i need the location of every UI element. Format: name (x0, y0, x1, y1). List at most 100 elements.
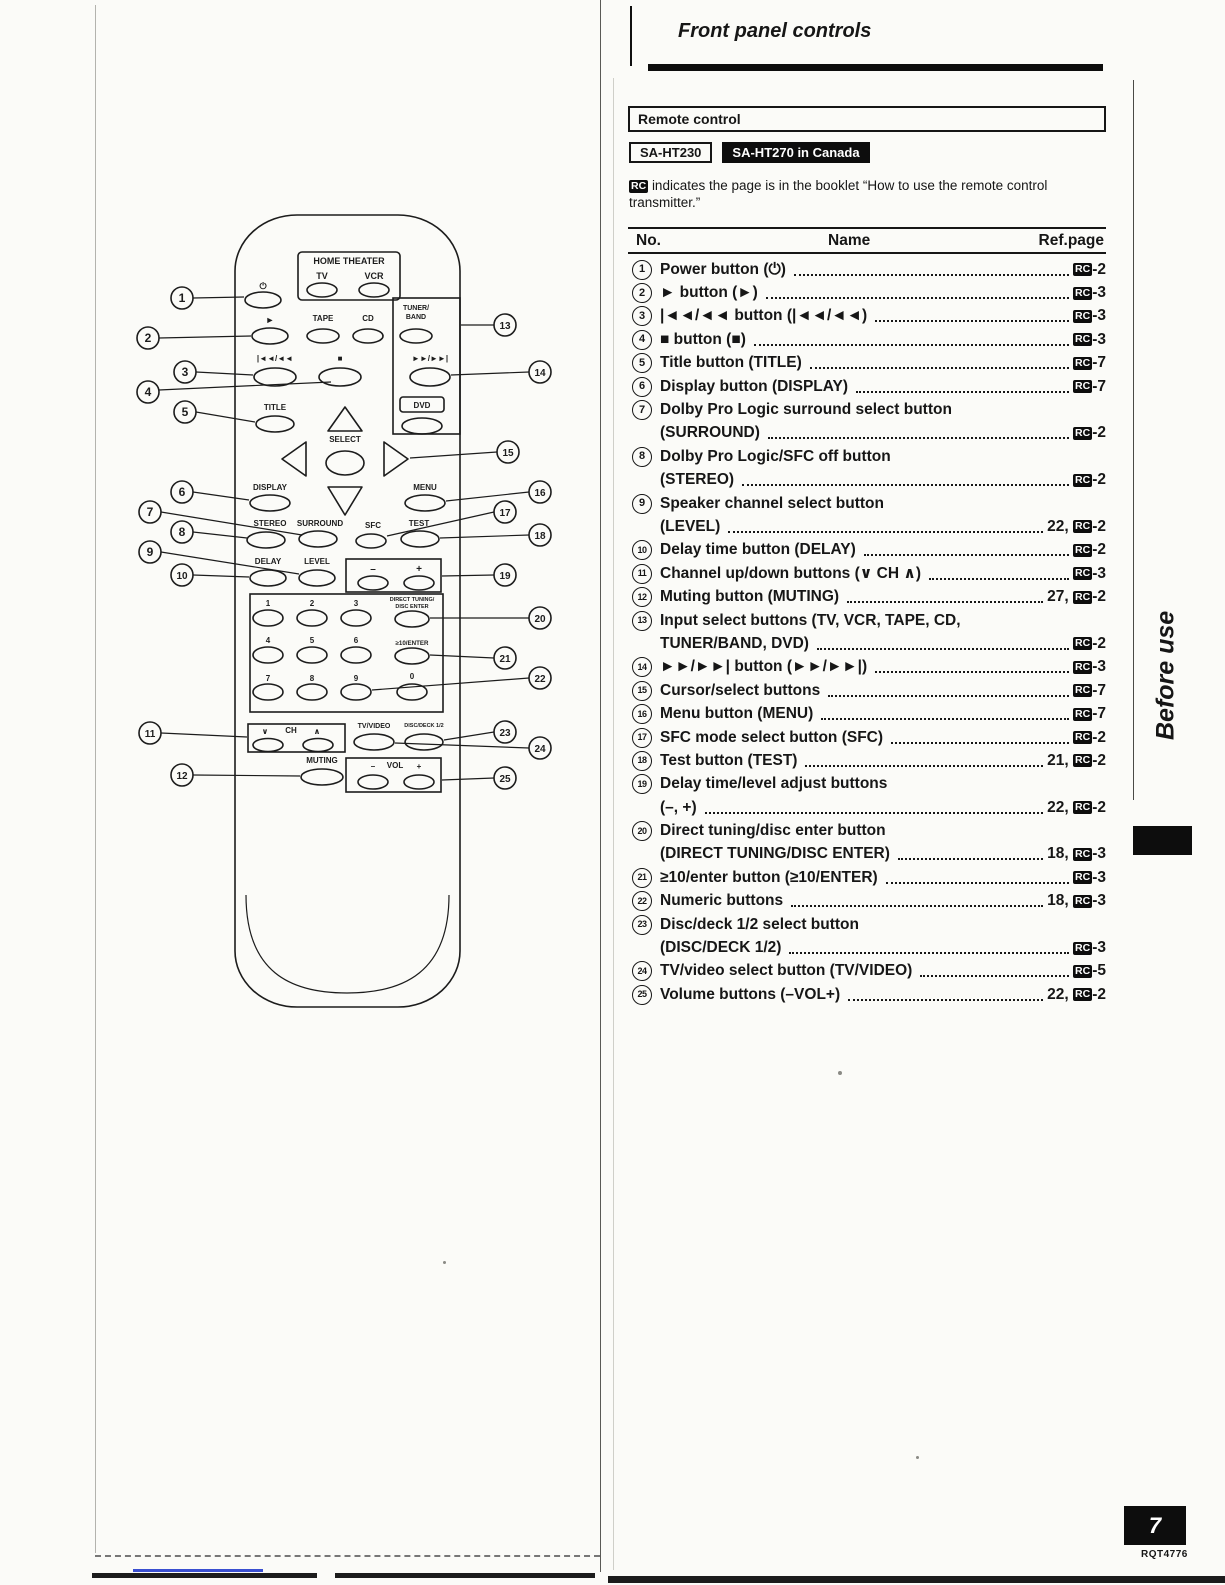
col-header-refpage: Ref.page (1038, 231, 1104, 249)
muting-oval (300, 768, 344, 786)
table-row-line: 20 Direct tuning/disc enter button (632, 819, 1106, 842)
title-oval (255, 415, 295, 433)
cursor-cluster: SELECT (281, 406, 409, 516)
callout-number: 11 (145, 729, 156, 740)
digit-4-label: 4 (266, 636, 271, 645)
item-name-text: Input select buttons (TV, VCR, TAPE, CD, (660, 611, 961, 629)
item-number: 13 (632, 610, 652, 631)
callout-5: 5 (173, 400, 256, 424)
channel-up-label: ∧ (314, 727, 321, 736)
item-name-text: Display button (DISPLAY) (660, 377, 849, 395)
display-menu-row: DISPLAY MENU (249, 483, 446, 512)
callout-circle (136, 380, 160, 404)
adjust-box (345, 558, 442, 593)
item-number: 22 (632, 891, 652, 912)
dvd-box (399, 396, 445, 413)
rc-booklet-badge: RC (1073, 567, 1093, 581)
adjust-plus-label: + (416, 564, 422, 575)
callout-line (192, 574, 250, 578)
cd-oval (352, 328, 384, 344)
item-name-text: (–, +) (660, 798, 697, 816)
digit-1-label: 1 (266, 599, 271, 608)
tv-label: TV (316, 271, 328, 281)
ref-page-value: RC-3 (1073, 330, 1106, 348)
ref-page-value: RC-2 (1073, 471, 1106, 489)
dot-leader (929, 577, 1070, 580)
digit-8-oval (296, 683, 328, 701)
callout-18: 18 (439, 523, 552, 547)
dot-leader (728, 530, 1044, 533)
vcr-oval (358, 282, 390, 298)
callout-number: 7 (147, 505, 154, 519)
item-number: 17 (632, 727, 652, 748)
dot-leader (789, 952, 1070, 955)
item-name-text: Disc/deck 1/2 select button (660, 915, 859, 933)
skip-fwd-oval (409, 367, 451, 387)
digit-1-oval (252, 609, 284, 627)
display-oval (249, 494, 291, 512)
channel-box (247, 723, 346, 753)
callout-number: 16 (534, 488, 546, 499)
ref-page-value: 27, RC-2 (1047, 588, 1106, 606)
tv-video-label: TV/VIDEO (358, 723, 391, 730)
ref-page-value: 22, RC-2 (1047, 517, 1106, 535)
callout-circle (138, 500, 162, 524)
callout-number: 3 (182, 365, 189, 379)
rc-booklet-badge: RC (1073, 684, 1093, 698)
rc-booklet-badge: RC (1073, 590, 1093, 604)
scan-dashed-line (95, 1555, 600, 1557)
callout-circle (528, 606, 552, 630)
item-number: 20 (632, 821, 652, 842)
digit-3-label: 3 (354, 599, 359, 608)
dot-leader (885, 881, 1070, 884)
volume-minus-oval (357, 774, 389, 790)
item-name-text: Direct tuning/disc enter button (660, 822, 886, 840)
callout-circle (528, 666, 552, 690)
remote-illustration: ⏻ HOME THEATER TV VCR ► TAPE CD TUNER/ B… (136, 214, 552, 1008)
digit-9-oval (340, 683, 372, 701)
callout-line (371, 677, 530, 691)
dot-leader (821, 718, 1070, 721)
callout-line (195, 411, 256, 423)
dot-leader (742, 484, 1070, 487)
table-row-line: 7(SURROUND)RC-2 (632, 422, 1106, 445)
power-button: ⏻ (244, 281, 282, 309)
level-oval (298, 569, 336, 587)
callout-11: 11 (138, 721, 248, 745)
digit-7-label: 7 (266, 674, 271, 683)
callout-number: 15 (502, 448, 514, 459)
item-name-text: SFC mode select button (SFC) (660, 728, 884, 746)
callout-circle (138, 540, 162, 564)
scan-speck (916, 1456, 919, 1459)
digit-0-oval (396, 683, 428, 701)
dot-leader (765, 297, 1070, 300)
model-badges: SA-HT230 SA-HT270 in Canada (629, 142, 870, 163)
rc-booklet-badge: RC (1073, 988, 1093, 1002)
input-group-box (392, 297, 461, 435)
digit-2-oval (296, 609, 328, 627)
callout-number: 25 (499, 774, 511, 785)
booklet-note: RC indicates the page is in the booklet … (629, 177, 1109, 211)
item-name-text: Volume buttons (–VOL+) (660, 985, 841, 1003)
table-row-line: 3|◄◄/◄◄ button (|◄◄/◄◄)RC-3 (632, 305, 1106, 328)
display-label: DISPLAY (253, 483, 288, 492)
item-number: 12 (632, 587, 652, 608)
channel-down-oval (252, 737, 284, 753)
callout-line (409, 451, 498, 459)
tape-oval (306, 328, 340, 344)
dvd-label: DVD (414, 401, 431, 410)
callout-line (192, 774, 301, 777)
section-title-box: Remote control (628, 106, 1106, 132)
callout-line (158, 381, 332, 391)
callout-line (192, 491, 250, 501)
callout-line (160, 551, 300, 575)
callout-circle (170, 520, 194, 544)
callout-line (439, 534, 530, 539)
callout-19: 19 (441, 563, 517, 587)
